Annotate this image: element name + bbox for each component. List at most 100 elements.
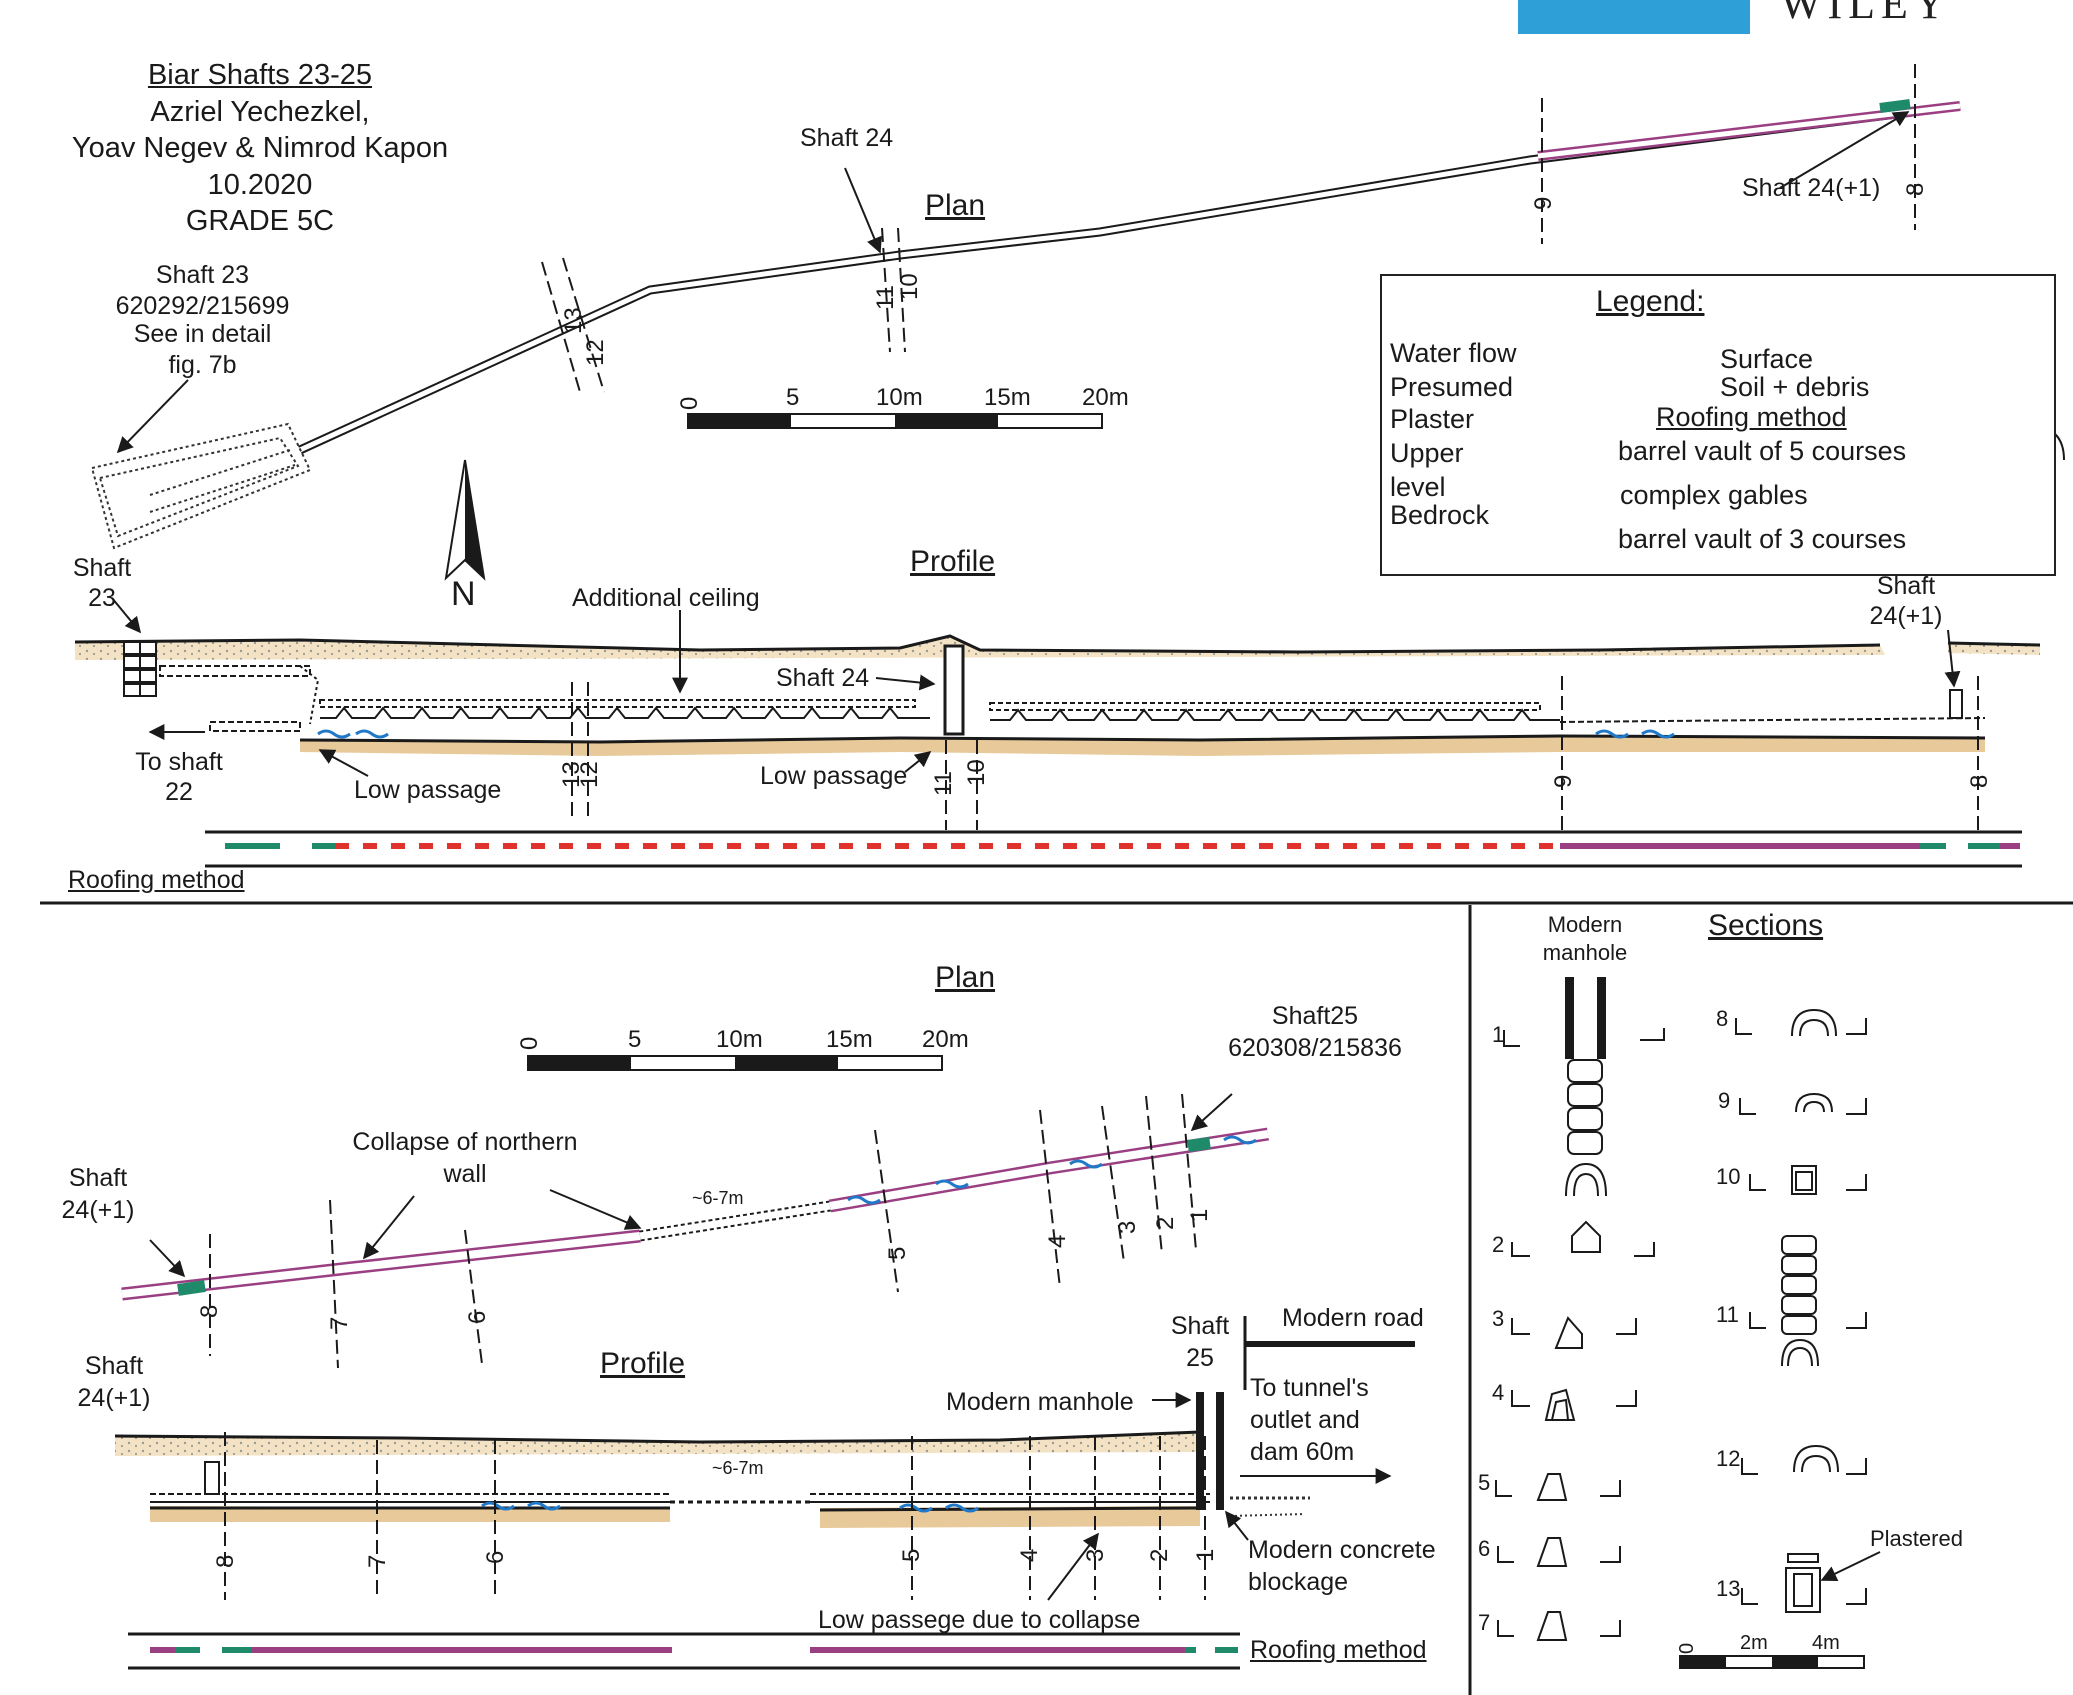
- section-num-7: 7: [1478, 1610, 1491, 1635]
- collapse-label-1: Collapse of northern: [352, 1128, 578, 1156]
- top-plan-shaft24p1-label: Shaft 24(+1): [1742, 174, 1881, 202]
- top-roofing-bar: [205, 830, 2022, 868]
- sections-scale-tick-0: 0: [1676, 1642, 1698, 1654]
- to-shaft-b: 22: [165, 778, 193, 806]
- section-8-top-profile: 8: [1966, 774, 1993, 788]
- sections-manhole-1: Modern: [1547, 912, 1623, 937]
- legend-upper-2: level: [1390, 472, 1446, 502]
- modern-road-label: Modern road: [1282, 1304, 1424, 1332]
- shaft23-coords: 620292/215699: [115, 292, 290, 320]
- low-passage-2: Low passage: [760, 762, 908, 790]
- legend-box: [1380, 274, 2056, 576]
- publisher-mark: WILEY: [1780, 0, 1952, 28]
- bottom-plan-title: Plan: [935, 961, 996, 994]
- shaft25-coords: 620308/215836: [1228, 1034, 1402, 1062]
- additional-ceiling-label: Additional ceiling: [572, 584, 760, 612]
- section-num-1: 1: [1492, 1022, 1505, 1047]
- bottom-profile-shaft24p1-a: Shaft: [84, 1352, 144, 1380]
- bottom-plan-section-lines: [209, 1093, 1197, 1369]
- section-3-bottom-plan: 3: [1114, 1220, 1141, 1234]
- section-7-bottom-profile: 7: [364, 1554, 391, 1568]
- section-9-top-profile: 9: [1550, 774, 1577, 788]
- section-2-bottom-profile: 2: [1146, 1548, 1173, 1562]
- concrete-label-2: blockage: [1248, 1568, 1349, 1596]
- sections-scale-tick-4m: 4m: [1812, 1632, 1840, 1654]
- bottom-plan-shaft24p1-a: Shaft: [68, 1164, 128, 1192]
- frame-dividers: [40, 901, 2073, 1695]
- shaft25-label: Shaft25: [1271, 1002, 1359, 1030]
- outlet-label-3: dam 60m: [1250, 1438, 1355, 1466]
- to-shaft-a: To shaft: [135, 748, 223, 776]
- section-7-bottom-plan: 7: [326, 1316, 353, 1330]
- sections-title: Sections: [1708, 909, 1824, 942]
- top-plan-tunnel: [90, 99, 1961, 550]
- plastered-label: Plastered: [1870, 1526, 1963, 1551]
- bottom-scale-bar: [527, 1055, 943, 1071]
- legend-roofing-title: Roofing method: [1656, 402, 1847, 432]
- concrete-label-1: Modern concrete: [1248, 1536, 1436, 1564]
- section-num-13: 13: [1716, 1576, 1741, 1601]
- low-passege-label: Low passege due to collapse: [818, 1606, 1141, 1634]
- outlet-label-1: To tunnel's: [1250, 1374, 1369, 1402]
- legend-bedrock: Bedrock: [1390, 500, 1490, 530]
- legend-plaster: Plaster: [1390, 404, 1475, 434]
- top-scale-tick-20: 20m: [1082, 384, 1129, 411]
- top-scale-tick-15: 15m: [984, 384, 1031, 411]
- section-1-bottom-plan: 1: [1186, 1208, 1213, 1222]
- bottom-profile-section-lines: [224, 1432, 1206, 1600]
- north-arrow: [444, 459, 486, 581]
- top-profile-title: Profile: [910, 545, 996, 578]
- bottom-plan-distance: ~6-7m: [692, 1188, 744, 1208]
- bottom-profile-distance: ~6-7m: [712, 1458, 764, 1478]
- top-profile-shaft24p1-b: 24(+1): [1869, 602, 1943, 630]
- top-scale-bar: [687, 413, 1103, 429]
- section-num-11: 11: [1716, 1302, 1739, 1327]
- legend-water-flow: Water flow: [1390, 338, 1517, 368]
- outlet-label-2: outlet and: [1250, 1406, 1360, 1434]
- sections-scale-bar: [1679, 1655, 1865, 1669]
- top-scale-tick-10: 10m: [876, 384, 923, 411]
- section-5-bottom-plan: 5: [884, 1246, 911, 1260]
- bottom-scale-tick-15: 15m: [826, 1026, 873, 1053]
- sections-scale-tick-2m: 2m: [1740, 1632, 1768, 1654]
- section-10-top-profile: 10: [963, 759, 990, 786]
- top-roofing-label: Roofing method: [68, 866, 245, 894]
- publisher-logo: [1518, 0, 1750, 34]
- legend-upper-1: Upper: [1390, 438, 1464, 468]
- top-scale-tick-5: 5: [786, 384, 800, 411]
- section-num-8: 8: [1716, 1006, 1729, 1031]
- sections-manhole-2: manhole: [1542, 940, 1628, 965]
- section-num-6: 6: [1478, 1536, 1491, 1561]
- top-profile-section-lines: [571, 676, 1979, 830]
- bottom-plan-shaft24p1-b: 24(+1): [61, 1196, 135, 1224]
- section-6-bottom-profile: 6: [482, 1550, 509, 1564]
- section-12-top-plan: 12: [582, 339, 609, 366]
- top-profile-shaft24: Shaft 24: [776, 664, 870, 692]
- legend-title: Legend:: [1596, 285, 1705, 318]
- legend-surface: Surface: [1720, 344, 1814, 374]
- section-num-10: 10: [1716, 1164, 1741, 1189]
- collapse-label-2: wall: [443, 1160, 487, 1188]
- bottom-scale-tick-5: 5: [628, 1026, 642, 1053]
- section-num-4: 4: [1492, 1380, 1505, 1405]
- section-3-bottom-profile: 3: [1082, 1548, 1109, 1562]
- section-num-2: 2: [1492, 1232, 1505, 1257]
- section-num-5: 5: [1478, 1470, 1491, 1495]
- section-5-bottom-profile: 5: [898, 1548, 925, 1562]
- section-11-top-profile: 11: [930, 771, 957, 796]
- top-plan-shaft24-label: Shaft 24: [800, 124, 894, 152]
- legend-roof-gables: complex gables: [1620, 480, 1808, 510]
- shaft23-note-2: fig. 7b: [168, 351, 237, 379]
- north-label: N: [451, 575, 476, 613]
- section-13-top-plan: 13: [560, 307, 587, 334]
- top-profile-shaft24p1-a: Shaft: [1876, 572, 1936, 600]
- bottom-plan-tunnel: [121, 1127, 1270, 1301]
- top-profile-arrows: [111, 597, 1961, 777]
- bottom-plan-arrows: [149, 1093, 1233, 1278]
- top-profile-shaft23-a: Shaft: [72, 554, 132, 582]
- low-passage-1: Low passage: [354, 776, 502, 804]
- section-markers: [1495, 1018, 1867, 1637]
- bottom-profile: [114, 1316, 1415, 1528]
- legend-presumed: Presumed: [1390, 372, 1514, 402]
